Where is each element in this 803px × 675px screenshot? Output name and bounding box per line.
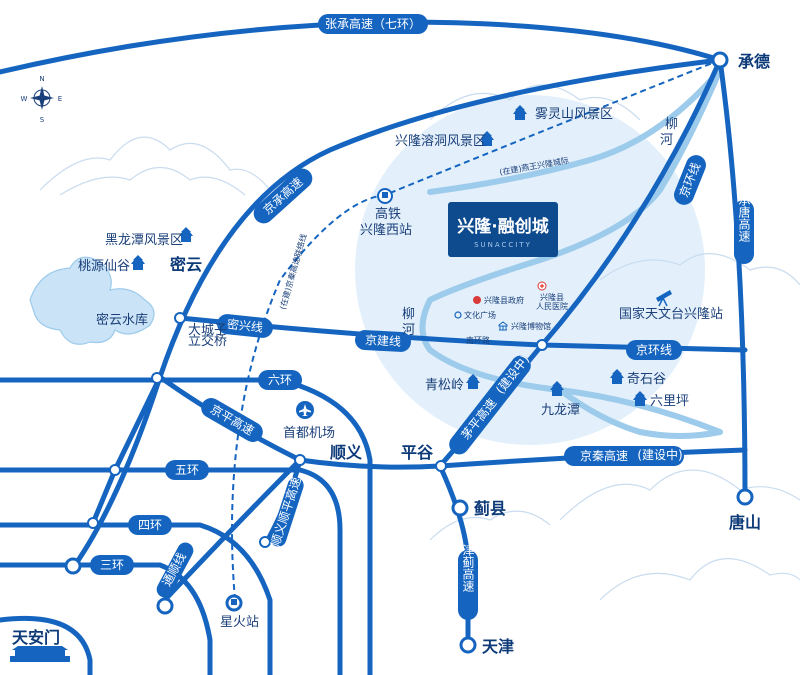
label-tiananmen: 天安门 [12,628,60,647]
label-ring5: 五环 [165,460,209,480]
label-gov: 兴隆县政府 [484,295,524,305]
label-river-he-w: 河 [402,323,415,338]
label-qishigu: 奇石谷 [627,371,666,387]
compass-icon: N S E W [21,75,63,124]
pagoda-icon-liuli [633,391,647,406]
label-xinglong-cave: 兴隆溶洞风景区 [395,134,486,149]
label-hospital2: 人民医院 [536,301,568,311]
plaza-icon [454,311,462,319]
label-ring7: 张承高速（七环） [318,14,428,34]
hospital-icon [537,281,547,291]
label-taoyuan: 桃源仙谷 [78,259,130,274]
svg-text:京环线: 京环线 [636,343,672,357]
svg-text:W: W [21,95,28,103]
svg-text:四环: 四环 [138,518,162,532]
label-tianjin: 天津 [482,637,514,656]
label-chengde: 承德 [738,52,770,71]
svg-text:张承高速（七环）: 张承高速（七环） [325,16,421,31]
label-jingqin: 京秦高速 (建设中) [564,446,684,466]
label-xinglongxi: 兴隆西站 [360,223,412,238]
miyun-reservoir-shape [29,256,155,345]
train-station-icon-xinghuo [231,599,237,605]
label-airport: 首都机场 [283,426,335,441]
label-jinghuan-e: 京环线 [626,340,682,360]
label-gaotie: 高铁 [375,206,401,222]
svg-text:津蓟高速: 津蓟高速 [461,544,475,592]
pagoda-icon-wuling [513,105,527,120]
label-ring6: 六环 [258,370,302,390]
airplane-icon [296,401,314,419]
label-jingping: 京平高速 [201,398,263,442]
label-museum: 兴隆博物馆 [511,321,551,331]
rail-lines [231,59,721,601]
train-station-icon [377,188,393,204]
label-miyun-reservoir: 密云水库 [96,312,148,328]
svg-text:E: E [58,95,62,103]
label-ring3: 三环 [90,555,134,575]
label-heilongtan: 黑龙潭风景区 [105,233,183,248]
city-nodes [64,51,754,654]
label-wulingshan: 雾灵山风景区 [535,107,613,122]
label-dachengzi2: 立交桥 [188,333,227,349]
pagoda-icon-qingsong [466,374,480,389]
project-box: 兴隆·融创城 SUNACCITY [448,202,558,257]
rivers [419,67,723,439]
tiananmen-icon [10,646,70,662]
label-river-liu-n: 柳 [665,117,678,132]
label-miyun: 密云 [169,255,202,274]
svg-text:五环: 五环 [175,463,199,477]
label-chengtang: 承唐高速 [734,194,754,264]
label-jixian: 蓟县 [473,499,506,518]
svg-text:京建线: 京建线 [365,333,402,349]
label-jiulongtan: 九龙潭 [541,403,580,418]
pagoda-icon-cave [480,131,494,146]
label-jinji: 津蓟高速 [458,544,478,620]
label-hospital: 兴隆县 [540,292,564,302]
gov-icon [473,296,481,304]
pagoda-icons [131,105,647,406]
pagoda-icon-qishi [610,369,624,384]
label-tangshan: 唐山 [729,513,761,532]
rail-label-jingmi: (在建)京秦高速联络线 [277,233,308,311]
road-nodes [87,312,548,548]
label-xinghuo: 星火站 [220,615,259,630]
label-jingjian: 京建线 [355,330,411,352]
svg-text:承唐高速: 承唐高速 [737,194,751,242]
label-qingsongling: 青松岭 [425,378,464,393]
label-ring4: 四环 [128,515,172,535]
pagoda-icon-taoyuan [131,255,145,270]
museum-icon [498,321,508,331]
svg-text:六环: 六环 [268,373,292,387]
label-river-he-n: 河 [660,133,673,148]
telescope-icon [656,290,672,307]
label-plaza: 文化广场 [464,310,496,320]
svg-text:N: N [39,75,44,83]
project-sub: SUNACCITY [474,241,532,249]
svg-text:密兴线: 密兴线 [226,316,263,335]
label-pinggu: 平谷 [401,443,434,462]
pagoda-icon-heilong [179,227,193,242]
label-river-liu-w: 柳 [402,307,415,322]
label-dachengzi: 大城子 [188,323,227,338]
svg-text:S: S [40,116,45,124]
mountain-decor [39,84,801,601]
svg-text:三环: 三环 [100,558,124,572]
road-label-nanhuan: 南环路 [466,335,490,345]
project-name: 兴隆·融创城 [457,216,548,237]
label-liulimping: 六里坪 [650,394,689,409]
svg-text:京秦高速: 京秦高速 [580,448,628,463]
label-shunyi: 顺义 [330,443,362,462]
label-observatory: 国家天文台兴隆站 [619,306,723,322]
label-jingcheng: 京承高速 [253,168,313,224]
pagoda-icon-jiulong [550,381,564,396]
svg-text:(建设中): (建设中) [637,447,682,462]
label-mixing: 密兴线 [217,314,273,338]
